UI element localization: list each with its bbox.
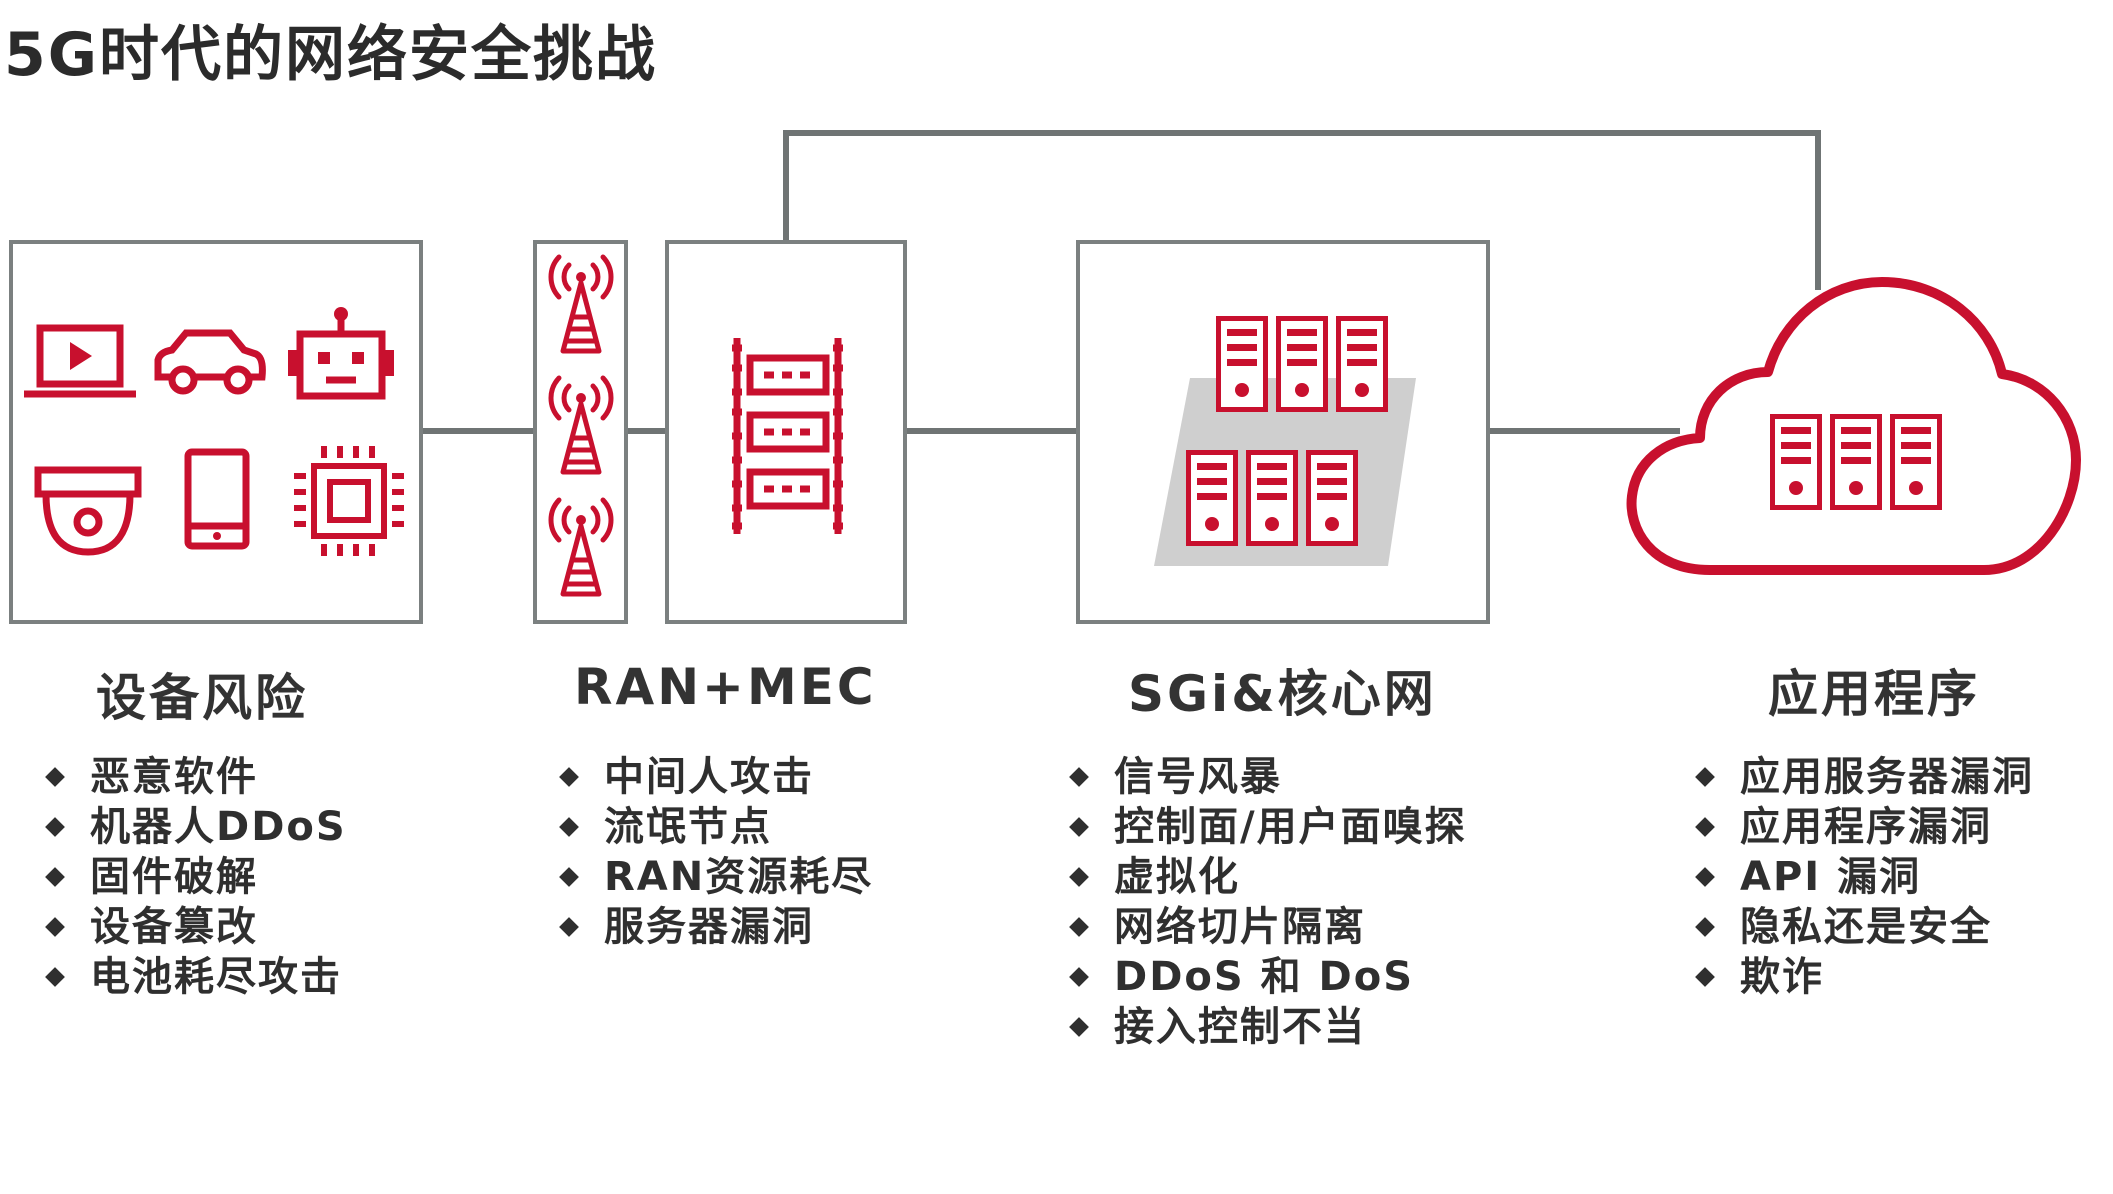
page-title: 5G时代的网络安全挑战	[4, 20, 657, 90]
list-item: RAN资源耗尽	[559, 852, 873, 902]
column-title-ran: RAN+MEC	[574, 658, 877, 716]
list-item: 服务器漏洞	[559, 902, 873, 952]
diamond-bullet-icon	[1695, 867, 1715, 887]
list-item: 隐私还是安全	[1695, 902, 2034, 952]
connector-mec-cloud-top	[783, 130, 1821, 290]
chip-icon	[294, 446, 404, 556]
list-item: 恶意软件	[45, 752, 347, 802]
diamond-bullet-icon	[1069, 767, 1089, 787]
diamond-bullet-icon	[1069, 867, 1089, 887]
diamond-bullet-icon	[1069, 1017, 1089, 1037]
server-cluster-icon	[1154, 316, 1416, 566]
diamond-bullet-icon	[1695, 817, 1715, 837]
list-item: 应用程序漏洞	[1695, 802, 2034, 852]
camera-icon	[34, 466, 142, 556]
column-title-core: SGi&核心网	[1128, 665, 1437, 723]
ran-box	[533, 240, 628, 624]
device-box	[9, 240, 423, 624]
list-item: DDoS 和 DoS	[1069, 952, 1467, 1002]
list-item: 固件破解	[45, 852, 347, 902]
list-item: 网络切片隔离	[1069, 902, 1467, 952]
diamond-bullet-icon	[559, 867, 579, 887]
diamond-bullet-icon	[559, 917, 579, 937]
phone-icon	[184, 448, 250, 550]
list-item: 机器人DDoS	[45, 802, 347, 852]
diamond-bullet-icon	[1695, 967, 1715, 987]
diamond-bullet-icon	[45, 967, 65, 987]
server-rack-icon	[732, 338, 843, 534]
diamond-bullet-icon	[1695, 917, 1715, 937]
diamond-bullet-icon	[45, 767, 65, 787]
risk-list-ran: 中间人攻击 流氓节点 RAN资源耗尽 服务器漏洞	[559, 752, 873, 952]
list-item: 中间人攻击	[559, 752, 873, 802]
list-item: 电池耗尽攻击	[45, 952, 347, 1002]
risk-list-app: 应用服务器漏洞 应用程序漏洞 API 漏洞 隐私还是安全 欺诈	[1695, 752, 2034, 1002]
list-item: 流氓节点	[559, 802, 873, 852]
diamond-bullet-icon	[559, 817, 579, 837]
diamond-bullet-icon	[1695, 767, 1715, 787]
list-item: 接入控制不当	[1069, 1002, 1467, 1052]
diamond-bullet-icon	[559, 767, 579, 787]
list-item: 控制面/用户面嗅探	[1069, 802, 1467, 852]
diamond-bullet-icon	[45, 817, 65, 837]
column-title-app: 应用程序	[1768, 665, 1980, 723]
list-item: API 漏洞	[1695, 852, 2034, 902]
list-item: 信号风暴	[1069, 752, 1467, 802]
list-item: 设备篡改	[45, 902, 347, 952]
risk-list-core: 信号风暴 控制面/用户面嗅探 虚拟化 网络切片隔离 DDoS 和 DoS 接入控…	[1069, 752, 1467, 1052]
diamond-bullet-icon	[45, 867, 65, 887]
diamond-bullet-icon	[1069, 917, 1089, 937]
connector-lines	[421, 130, 1821, 434]
column-title-devices: 设备风险	[96, 669, 308, 727]
robot-icon	[288, 307, 394, 400]
diamond-bullet-icon	[1069, 967, 1089, 987]
list-item: 应用服务器漏洞	[1695, 752, 2034, 802]
laptop-icon	[24, 324, 136, 398]
diamond-bullet-icon	[1069, 817, 1089, 837]
server-cluster-icon	[1770, 414, 1942, 510]
list-item: 欺诈	[1695, 952, 2034, 1002]
risk-list-devices: 恶意软件 机器人DDoS 固件破解 设备篡改 电池耗尽攻击	[45, 752, 347, 1002]
list-item: 虚拟化	[1069, 852, 1467, 902]
diamond-bullet-icon	[45, 917, 65, 937]
car-icon	[154, 329, 266, 395]
